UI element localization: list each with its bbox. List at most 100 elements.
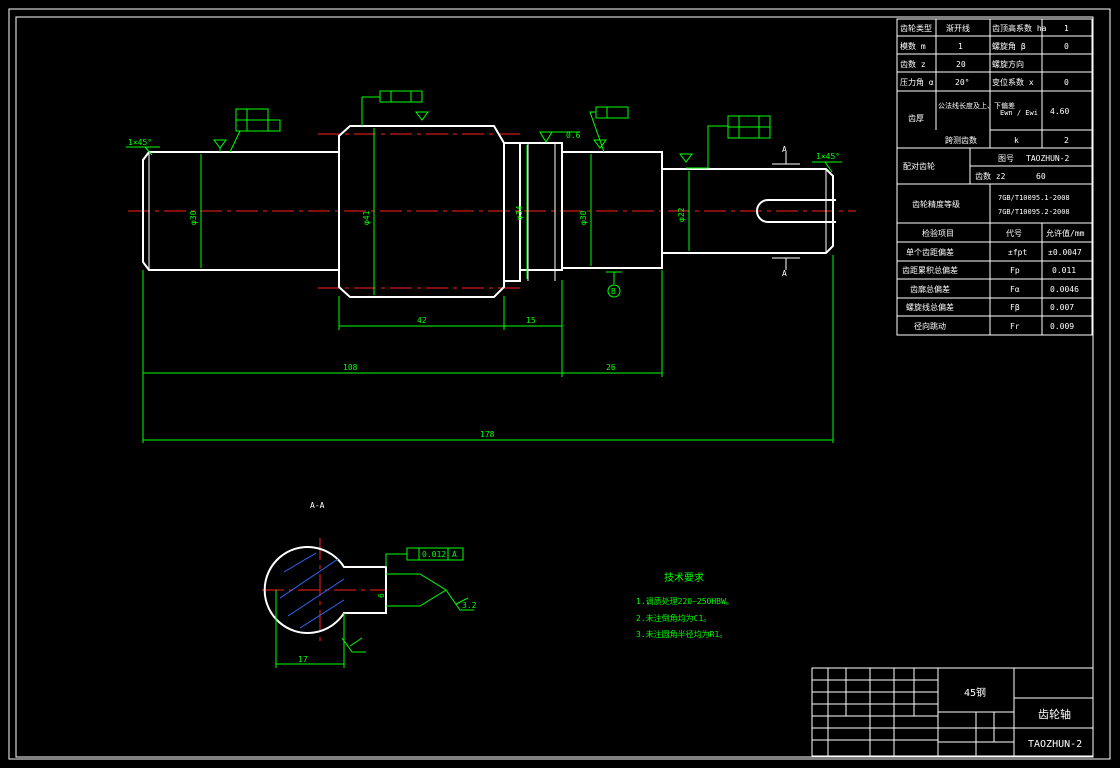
drawing-no-value: TAOZHUN-2 <box>1026 154 1070 163</box>
key-dim-line <box>386 573 447 607</box>
dia-label-5: φ22 <box>677 207 686 222</box>
tech-req-title: 技术要求 <box>664 571 704 584</box>
shaft-main-view: φ30 φ41 φ34 φ30 φ22 1×45° 1×45° A A 0.6 <box>126 90 856 443</box>
title-material: 45钢 <box>964 686 986 699</box>
param-cell: 20 <box>956 60 966 69</box>
keyway-outline <box>756 199 836 223</box>
param-cell: 模数 m <box>900 41 926 51</box>
param-cell: 渐开线 <box>946 23 970 33</box>
key-datum-label: A <box>452 550 457 559</box>
tooth-thickness-value: 4.60 <box>1050 107 1069 116</box>
tech-req-item-3: 3.未注圆角半径均为R1。 <box>636 629 727 639</box>
outer-frame <box>8 8 1111 760</box>
dia-label-4: φ30 <box>579 210 588 225</box>
shaft-outline-top <box>142 125 834 298</box>
gdt-frame-1 <box>213 108 281 153</box>
tech-req-item-2: 2.未注倒角均为C1。 <box>636 613 711 623</box>
dia-label-1: φ30 <box>189 210 198 225</box>
mating-teeth-label: 齿数 z2 <box>975 171 1006 181</box>
section-mark-top: A <box>782 145 787 154</box>
span-teeth-label: 跨测齿数 <box>945 135 977 145</box>
drawing-no-label: 图号 <box>998 154 1014 163</box>
inner-frame <box>15 16 1094 758</box>
section-view: A-A 6 0.012 A 3.2 17 <box>262 501 477 668</box>
inspect-header: 允许值/mm <box>1046 228 1085 238</box>
dia-label-3: φ34 <box>515 205 524 220</box>
key-tol-label: 0.012 <box>422 550 446 559</box>
param-cell: 变位系数 x <box>992 77 1034 87</box>
param-cell: 1 <box>1064 24 1069 33</box>
section-title: A-A <box>310 501 325 510</box>
len-label-42: 42 <box>417 316 427 325</box>
datum-circle <box>607 284 621 298</box>
title-drawing-no: TAOZHUN-2 <box>1028 739 1082 750</box>
bottom-roughness-symbol <box>341 637 366 653</box>
inspect-cell: 0.009 <box>1050 322 1074 331</box>
inspect-cell: ±fpt <box>1008 248 1027 257</box>
length-dimensions <box>142 255 834 443</box>
tooth-thickness-label: 齿厚 <box>908 114 924 123</box>
title-part-name: 齿轮轴 <box>1038 707 1071 721</box>
param-cell: 齿数 z <box>900 59 926 69</box>
inspect-cell: 0.011 <box>1052 266 1076 275</box>
param-cell: 20° <box>955 78 969 87</box>
section-mark-bottom: A <box>782 269 787 278</box>
params-table <box>896 18 1093 336</box>
param-cell: 1 <box>958 42 963 51</box>
tooth-thickness-symbol: Ewn / Ewi <box>1000 109 1038 117</box>
len-label-26: 26 <box>606 363 616 372</box>
span-teeth-value: 2 <box>1064 136 1069 145</box>
chamfer-leader <box>824 161 833 173</box>
gdt-frame-3 <box>589 106 629 153</box>
tooth-thickness-sub: 公法线长度及上、下偏差 <box>938 101 1015 110</box>
mating-teeth-value: 60 <box>1036 172 1046 181</box>
key-depth-label: 17 <box>298 655 308 664</box>
span-teeth-symbol: k <box>1014 136 1019 145</box>
groove-roughness-label: 0.6 <box>566 131 581 140</box>
accuracy-std-2: 7GB/T10095.2-2008 <box>998 208 1070 216</box>
param-cell: 0 <box>1064 78 1069 87</box>
section-arrow-bottom <box>772 257 800 270</box>
mating-label: 配对齿轮 <box>903 161 935 171</box>
param-cell: 0 <box>1064 42 1069 51</box>
key-roughness-label: 3.2 <box>462 601 477 610</box>
chamfer-left-label: 1×45° <box>128 138 152 147</box>
param-cell: 压力角 α <box>900 77 934 87</box>
roughness-symbol <box>539 131 580 143</box>
accuracy-std-1: 7GB/T10095.1-2008 <box>998 194 1070 202</box>
inspect-header: 代号 <box>1006 228 1022 238</box>
dia-label-2: φ41 <box>362 210 371 225</box>
tech-requirements: 技术要求 1.调质处理220~250HBW。 2.未注倒角均为C1。 3.未注圆… <box>636 571 734 639</box>
param-cell: 螺旋方向 <box>992 59 1024 69</box>
len-label-178: 178 <box>480 430 495 439</box>
chamfer-leader <box>144 146 153 156</box>
inspect-cell: 单个齿距偏差 <box>906 247 954 257</box>
inspect-cell: Fr <box>1010 322 1020 331</box>
title-block <box>811 667 1094 757</box>
section-hatch <box>279 552 345 629</box>
param-cell: 齿轮类型 <box>900 23 932 33</box>
inspect-cell: 0.0046 <box>1050 285 1079 294</box>
len-label-108: 108 <box>343 363 358 372</box>
key-roughness-symbol <box>445 589 474 611</box>
inspect-cell: 螺旋线总偏差 <box>906 302 954 312</box>
inspect-cell: Fβ <box>1010 303 1020 312</box>
key-width-label: 6 <box>377 593 386 598</box>
chamfer-right-label: 1×45° <box>816 152 840 161</box>
gdt-frame-2 <box>361 90 429 126</box>
inspect-cell: 0.007 <box>1050 303 1074 312</box>
key-tol-leader <box>385 553 407 567</box>
inspect-cell: 齿距累积总偏差 <box>902 265 958 275</box>
inspect-header: 检验项目 <box>922 228 954 238</box>
len-label-15: 15 <box>526 316 536 325</box>
inspect-cell: Fp <box>1010 266 1020 275</box>
inspect-cell: Fα <box>1010 285 1020 294</box>
gdt-frame-4 <box>679 115 771 169</box>
inspect-cell: 齿廓总偏差 <box>910 284 950 294</box>
tech-req-item-1: 1.调质处理220~250HBW。 <box>636 596 734 606</box>
accuracy-label: 齿轮精度等级 <box>912 199 960 209</box>
inspect-cell: 径向跳动 <box>914 321 946 331</box>
datum-label: B <box>611 287 616 296</box>
inspect-cell: ±0.0047 <box>1048 248 1082 257</box>
